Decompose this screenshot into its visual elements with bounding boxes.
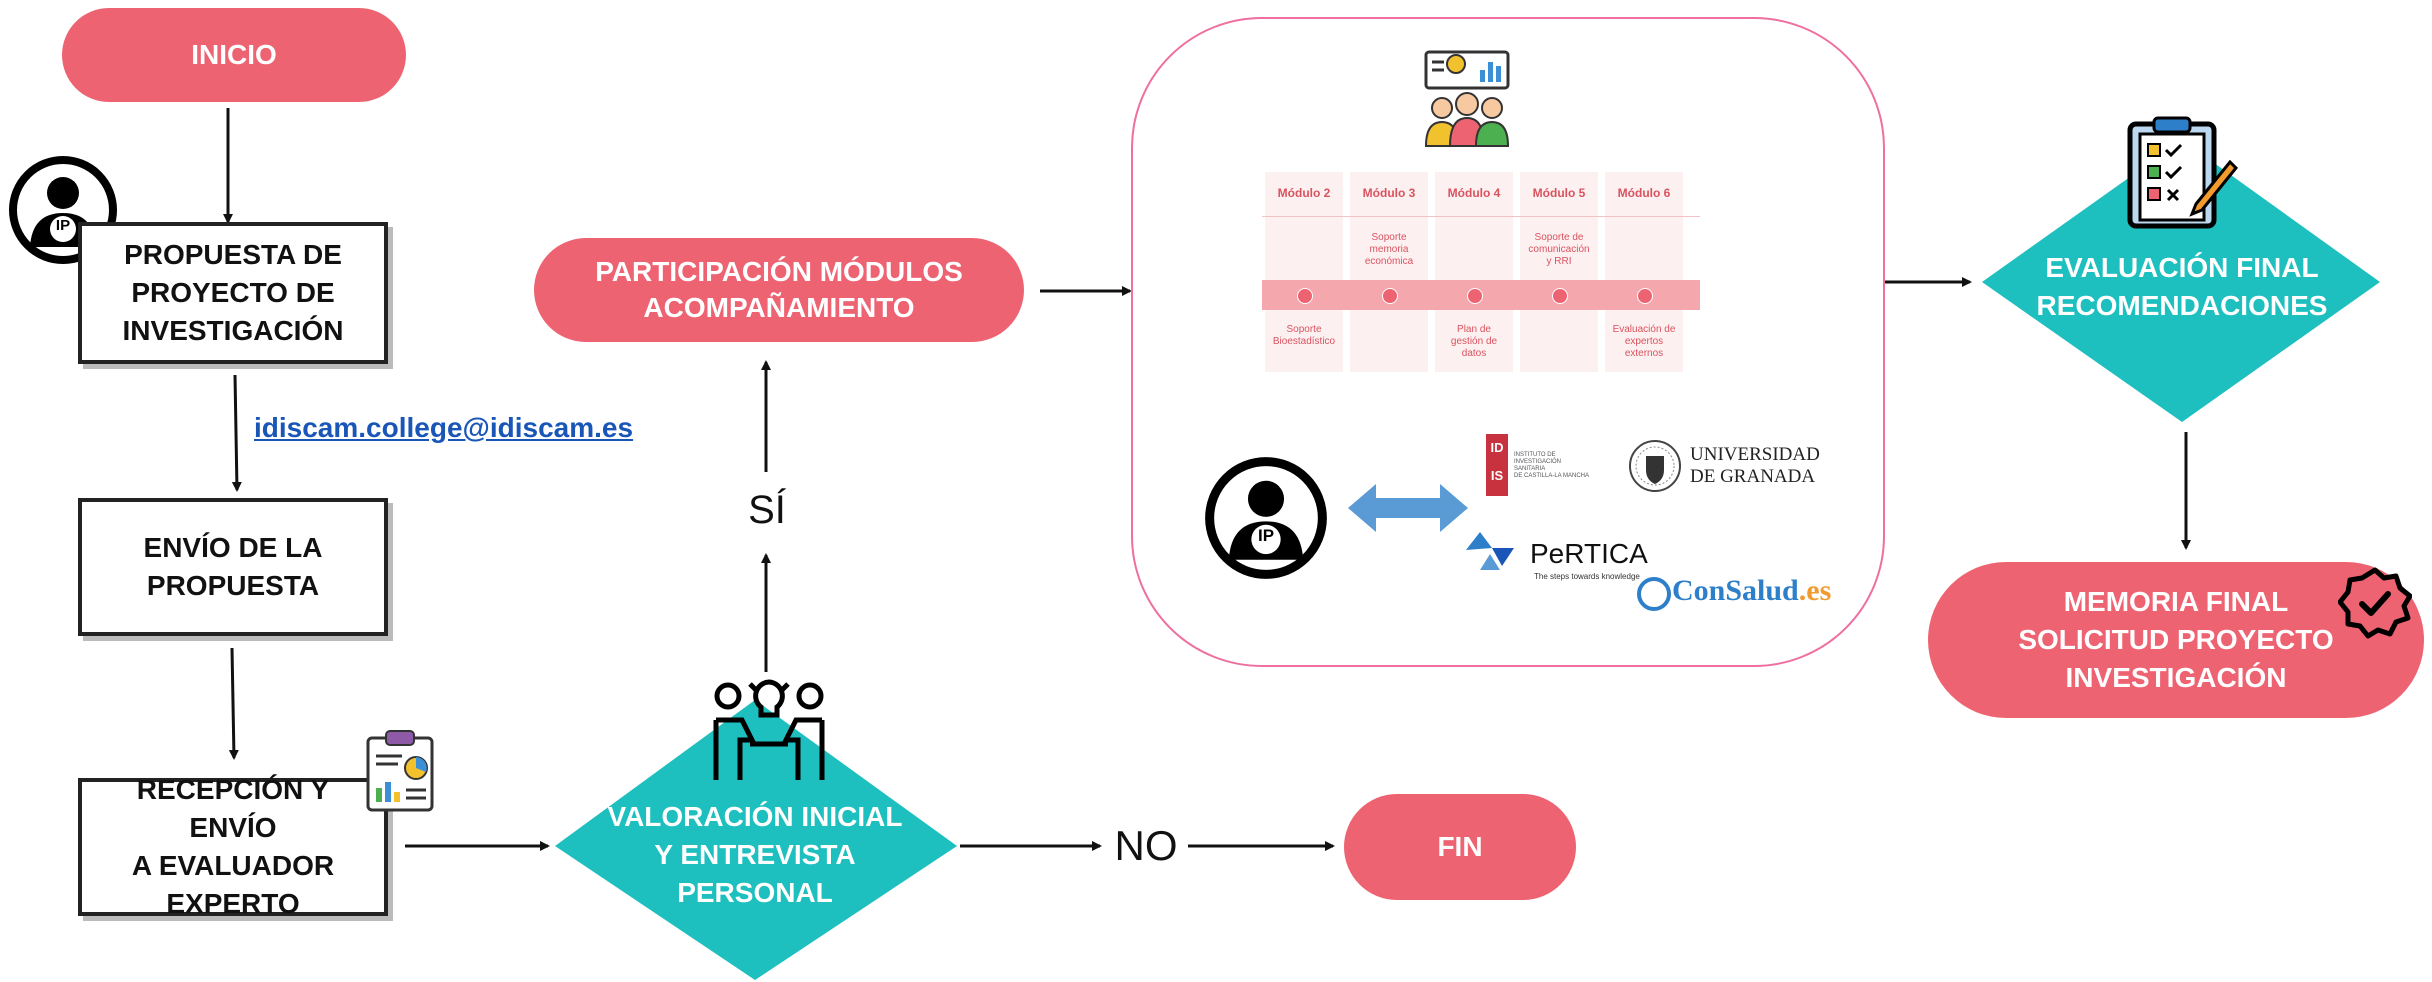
- verified-badge-icon: [2337, 566, 2413, 640]
- valuation-diamond: [555, 700, 957, 980]
- consalud-logo-text: ConSalud.es: [1672, 574, 1831, 608]
- valuation-label: VALORACIÓN INICIAL Y ENTREVISTA PERSONAL: [607, 801, 903, 908]
- module-column: [1265, 172, 1343, 372]
- module-column: [1435, 172, 1513, 372]
- reception-label: RECEPCIÓN Y ENVÍO A EVALUADOR EXPERTO: [131, 774, 335, 919]
- branch-yes-label: SÍ: [748, 488, 786, 532]
- module-dot: [1382, 288, 1398, 304]
- module-bottom-text: Plan de gestión de datos: [1450, 324, 1498, 359]
- checklist-clipboard-icon: [2122, 116, 2240, 230]
- module-title: Módulo 6: [1617, 186, 1671, 200]
- module-dot: [1297, 288, 1313, 304]
- module-top-text: Soporte memoria económica: [1364, 232, 1414, 267]
- module-title: Módulo 3: [1362, 186, 1416, 200]
- idis-mark: ID IS: [1486, 434, 1508, 496]
- final-report-node: MEMORIA FINAL SOLICITUD PROYECTO INVESTI…: [1928, 562, 2424, 718]
- end-label: FIN: [1437, 831, 1483, 862]
- pertica-logo-text: PeRTICA: [1530, 538, 1648, 569]
- proposal-label: PROPUESTA DE PROYECTO DE INVESTIGACIÓN: [122, 239, 344, 346]
- researcher-badge: IP: [55, 217, 71, 234]
- module-bottom-text: Evaluación de expertos externos: [1612, 324, 1676, 359]
- report-clipboard-icon: [364, 728, 436, 812]
- arrow-send-to-reception: [228, 647, 239, 760]
- email-link[interactable]: idiscam.college@idiscam.es: [254, 412, 634, 443]
- start-label: INICIO: [191, 39, 277, 70]
- meeting-people-icon: [710, 676, 828, 786]
- module-column: [1520, 172, 1598, 372]
- final-eval-label: EVALUACIÓN FINAL RECOMENDACIONES: [2036, 252, 2328, 321]
- module-title: Módulo 5: [1532, 186, 1586, 200]
- double-arrow-icon: [1348, 484, 1468, 532]
- ugr-crest-icon: [1628, 436, 1682, 496]
- researcher-badge: IP: [1257, 526, 1275, 545]
- proposal-box: PROPUESTA DE PROYECTO DE INVESTIGACIÓN: [78, 222, 388, 364]
- modules-node: PARTICIPACIÓN MÓDULOS ACOMPAÑAMIENTO: [534, 238, 1024, 342]
- consalud-logo-icon: [1636, 576, 1672, 612]
- final-report-label: MEMORIA FINAL SOLICITUD PROYECTO INVESTI…: [2018, 586, 2334, 693]
- consalud-suffix: .es: [1798, 574, 1832, 607]
- start-node: INICIO: [62, 8, 406, 102]
- module-dot: [1552, 288, 1568, 304]
- module-header-line: [1262, 216, 1700, 217]
- end-node: FIN: [1344, 794, 1576, 900]
- module-column: [1350, 172, 1428, 372]
- pertica-logo-icon: [1466, 530, 1516, 572]
- module-title: Módulo 4: [1447, 186, 1501, 200]
- send-box: ENVÍO DE LA PROPUESTA: [78, 498, 388, 636]
- module-dot: [1637, 288, 1653, 304]
- reception-box: RECEPCIÓN Y ENVÍO A EVALUADOR EXPERTO: [78, 774, 388, 919]
- module-dot: [1467, 288, 1483, 304]
- module-title: Módulo 2: [1277, 186, 1331, 200]
- final-eval-diamond: [1982, 140, 2380, 422]
- researcher-avatar-icon: IP: [1204, 456, 1328, 580]
- module-column: [1605, 172, 1683, 372]
- consalud-main: ConSalud: [1672, 574, 1799, 607]
- branch-no-label: NO: [1114, 822, 1178, 869]
- module-top-text: Soporte de comunicación y RRI: [1528, 232, 1590, 267]
- module-bottom-text: Soporte Bioestadístico: [1272, 324, 1336, 347]
- arrow-proposal-to-send: [231, 374, 242, 492]
- send-label: ENVÍO DE LA PROPUESTA: [143, 532, 323, 601]
- idis-logo: ID IS INSTITUTO DE INVESTIGACIÓN SANITAR…: [1486, 434, 1606, 496]
- modules-label: PARTICIPACIÓN MÓDULOS ACOMPAÑAMIENTO: [595, 256, 963, 323]
- idis-text: INSTITUTO DE INVESTIGACIÓN SANITARIA DE …: [1514, 452, 1590, 479]
- pertica-tagline: The steps towards knowledge: [1534, 572, 1640, 581]
- team-meeting-icon: [1422, 46, 1512, 150]
- ugr-logo-text: UNIVERSIDAD DE GRANADA: [1690, 444, 1820, 487]
